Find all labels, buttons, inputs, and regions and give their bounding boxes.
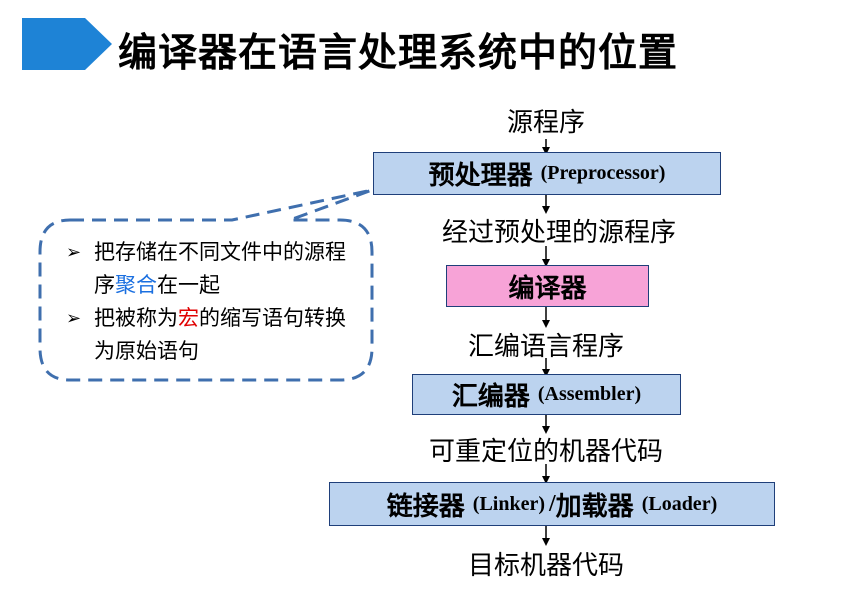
label-source: 源程序 (506, 108, 586, 138)
note-highlight-2: 宏 (178, 306, 199, 330)
note-item: ➢ 把被称为宏的缩写语句转换为原始语句 (66, 302, 356, 368)
callout-note: ➢ 把存储在不同文件中的源程序聚合在一起 ➢ 把被称为宏的缩写语句转换为原始语句 (66, 236, 356, 368)
compiler-cn: 编译器 (508, 273, 587, 304)
note-text-1: 把存储在不同文件中的源程序聚合在一起 (94, 240, 346, 297)
loader-en: (Loader) (641, 492, 718, 515)
callout-bubble (38, 188, 374, 382)
compiler-box: 编译器 (446, 265, 649, 307)
linker-en: (Linker) (472, 492, 545, 515)
note-text-2: 把被称为宏的缩写语句转换为原始语句 (94, 306, 346, 363)
page-title: 编译器在语言处理系统中的位置 (118, 31, 679, 76)
assembler-en: (Assembler) (537, 383, 642, 405)
linker-box: 链接器 (Linker) / 加载器 (Loader) (329, 482, 775, 526)
loader-cn: 加载器 (555, 491, 634, 522)
note-highlight-1: 聚合 (115, 273, 157, 297)
label-asm-program: 汇编语言程序 (467, 332, 625, 362)
title-arrow-shape (22, 18, 112, 70)
linker-sep: / (549, 490, 556, 517)
preprocessor-cn: 预处理器 (428, 161, 533, 191)
preprocessor-box: 预处理器 (Preprocessor) (373, 152, 721, 195)
label-preprocessed: 经过预处理的源程序 (441, 218, 677, 248)
note-item: ➢ 把存储在不同文件中的源程序聚合在一起 (66, 236, 356, 302)
preprocessor-en: (Preprocessor) (540, 162, 666, 184)
assembler-box: 汇编器 (Assembler) (412, 374, 681, 415)
title-banner (22, 18, 112, 70)
label-relocatable: 可重定位的机器代码 (428, 437, 664, 467)
label-target: 目标机器代码 (467, 551, 625, 581)
linker-cn: 链接器 (386, 491, 465, 522)
bullet-arrow-icon: ➢ (66, 242, 82, 263)
assembler-cn: 汇编器 (451, 382, 530, 412)
bullet-arrow-icon: ➢ (66, 308, 82, 329)
